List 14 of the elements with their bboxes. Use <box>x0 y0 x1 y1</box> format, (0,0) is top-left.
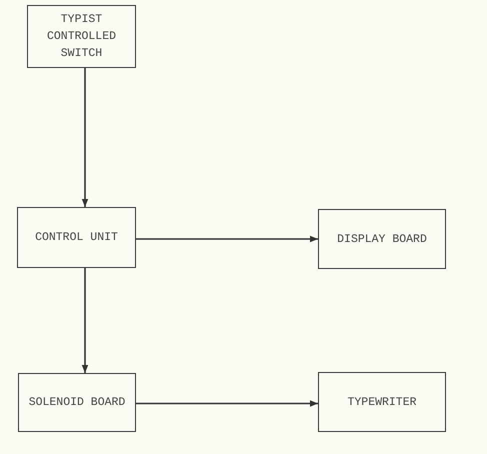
box-label: TYPEWRITER <box>346 394 418 410</box>
arrow <box>136 400 318 407</box>
box-label: DISPLAY BOARD <box>336 232 428 248</box>
box-label: TYPIST CONTROLLED SWITCH <box>46 12 117 62</box>
box-label: CONTROL UNIT <box>34 230 119 246</box>
process-box <box>18 373 136 432</box>
arrow <box>82 68 88 207</box>
process-box <box>318 372 446 432</box>
process-box <box>318 209 446 269</box>
process-box <box>17 207 136 268</box>
arrow <box>136 236 318 242</box>
box-label: SOLENOID BOARD <box>28 395 126 411</box>
process-box <box>27 5 136 68</box>
arrow <box>82 268 88 373</box>
